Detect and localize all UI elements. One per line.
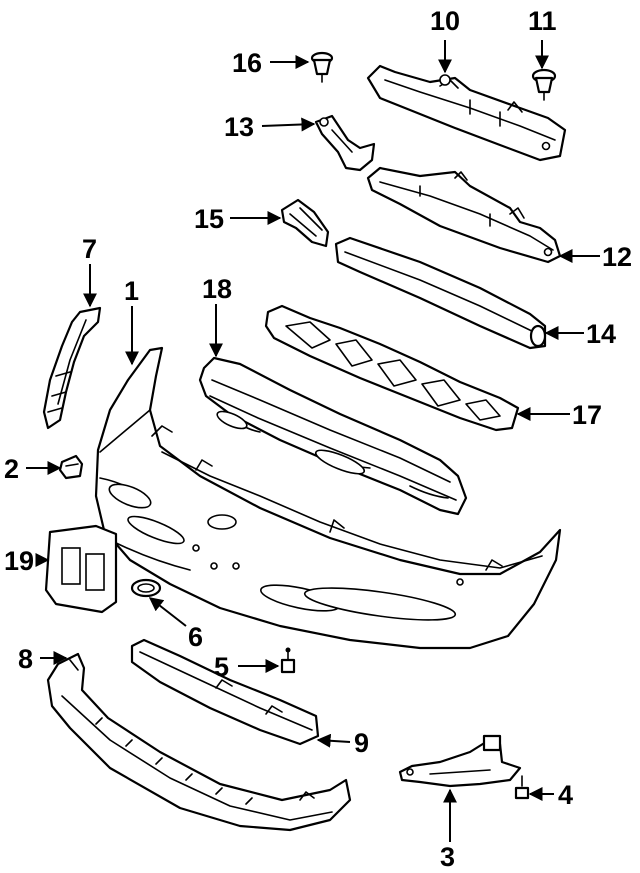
- callout-19: 19: [4, 546, 34, 576]
- bracket-part-3: [398, 734, 522, 788]
- impact-bar-part-18: [198, 356, 468, 516]
- callout-labels: 10 11 16 13 15 12 14 17 18 1 7 2 19 6 5 …: [4, 6, 632, 872]
- bumper-cover-part-1: [94, 346, 562, 650]
- callout-1: 1: [124, 276, 139, 306]
- bracket-part-15: [280, 198, 330, 248]
- support-bar-part-12: [366, 166, 562, 264]
- clip-part-2: [58, 454, 84, 480]
- callout-18: 18: [202, 274, 232, 304]
- leader-lines: [26, 40, 600, 842]
- side-bracket-part-7: [42, 306, 102, 430]
- callout-11: 11: [528, 6, 557, 36]
- callout-2: 2: [4, 454, 19, 484]
- lower-valance-part-8: [46, 652, 352, 832]
- push-pin-part-16: [310, 51, 334, 83]
- callout-17: 17: [572, 400, 602, 430]
- emblem-part-6: [130, 578, 162, 598]
- fastener-part-11: [531, 68, 557, 101]
- callout-5: 5: [214, 652, 229, 682]
- screw-part-4: [514, 775, 530, 800]
- callout-15: 15: [194, 204, 224, 234]
- callout-6: 6: [188, 622, 203, 652]
- bracket-part-13: [314, 114, 376, 172]
- callout-4: 4: [558, 780, 573, 810]
- callout-14: 14: [586, 319, 616, 349]
- callout-8: 8: [18, 644, 33, 674]
- callout-3: 3: [440, 842, 455, 872]
- callout-7: 7: [82, 234, 97, 264]
- bolt-part-5: [280, 647, 296, 674]
- upper-bracket-part-10: [366, 64, 567, 162]
- callout-16: 16: [232, 48, 262, 78]
- callout-12: 12: [602, 242, 632, 272]
- energy-absorber-part-17: [264, 304, 520, 432]
- callout-10: 10: [430, 6, 460, 36]
- callout-13: 13: [224, 112, 254, 142]
- license-bracket-part-19: [44, 524, 118, 614]
- reinforcement-bar-part-14: [334, 236, 547, 350]
- callout-9: 9: [354, 728, 369, 758]
